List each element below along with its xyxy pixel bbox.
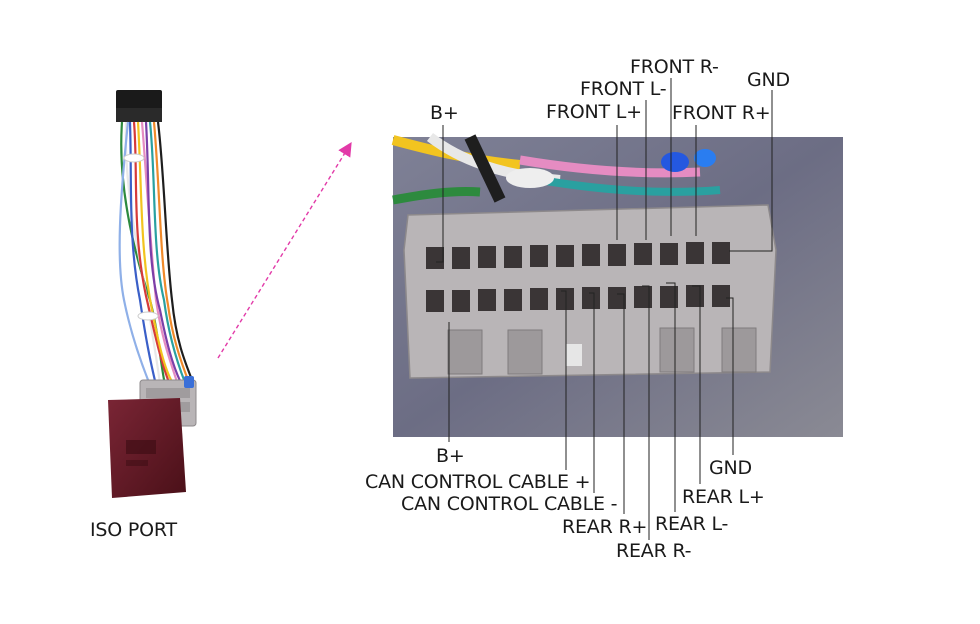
connector-photo: [391, 133, 843, 437]
label-front-l-minus: FRONT L-: [580, 78, 667, 100]
leader-rear-r-minus: [642, 285, 650, 540]
harness-picture: [108, 90, 197, 498]
leader-rear-r-plus: [617, 293, 625, 514]
leader-lines: [436, 78, 773, 540]
leader-rear-l-minus: [666, 282, 676, 512]
label-can-minus: CAN CONTROL CABLE -: [401, 493, 618, 515]
label-can-plus: CAN CONTROL CABLE +: [365, 471, 591, 493]
leader-can-minus: [589, 292, 595, 493]
label-bottom-gnd: GND: [709, 457, 752, 479]
label-front-r-plus: FRONT R+: [672, 102, 771, 124]
leader-top-gnd: [729, 90, 773, 252]
iso-module: [108, 398, 186, 498]
label-front-r-minus: FRONT R-: [630, 56, 719, 78]
iso-port-caption: ISO PORT: [90, 519, 177, 541]
pointer-arrow: [217, 142, 352, 359]
leader-bottom-gnd: [726, 297, 734, 455]
leader-rear-l-plus: [692, 285, 701, 484]
top-row-cavities: [426, 242, 730, 269]
label-top-b-plus: B+: [430, 102, 459, 124]
label-top-gnd: GND: [747, 69, 790, 91]
label-bottom-b-plus: B+: [436, 445, 465, 467]
label-rear-l-plus: REAR L+: [682, 486, 765, 508]
leader-top-b-plus: [436, 125, 444, 263]
label-rear-r-plus: REAR R+: [562, 516, 648, 538]
wire-bundle: [118, 121, 196, 386]
label-rear-r-minus: REAR R-: [616, 540, 692, 562]
leader-can-plus: [561, 290, 567, 470]
label-front-l-plus: FRONT L+: [546, 101, 642, 123]
top-plug: [116, 90, 162, 112]
label-rear-l-minus: REAR L-: [655, 513, 729, 535]
